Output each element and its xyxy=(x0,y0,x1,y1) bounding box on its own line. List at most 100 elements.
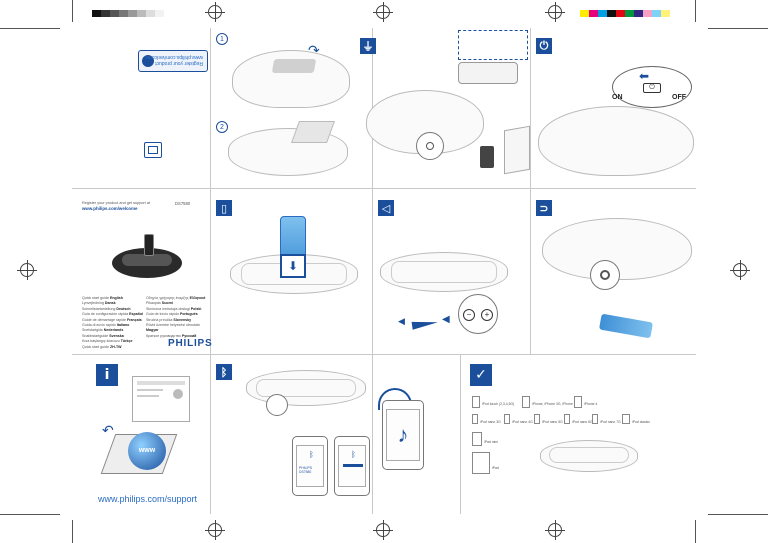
power-connect-panel: ⏚ xyxy=(360,28,530,188)
bt-device-name: PHILIPS DS7580 xyxy=(299,466,313,474)
plug-icon: ⏚ xyxy=(360,38,376,54)
audio-in-panel: ⊃ xyxy=(530,188,696,354)
speaker-front-illustration xyxy=(246,370,366,406)
compat-item: iPhone 4 xyxy=(584,402,598,406)
ipod-nano-icon xyxy=(504,414,510,424)
plug-adapter-options xyxy=(458,30,528,60)
dock-phone-panel: ▯ ⬇ xyxy=(210,188,372,354)
fold-line xyxy=(530,28,531,188)
volume-buttons-zoom: − + xyxy=(458,294,498,334)
compat-item: iPod classic xyxy=(632,420,650,424)
fold-line xyxy=(210,28,211,514)
language-row: Краткое руководство Русский xyxy=(146,333,197,338)
bluetooth-panel: ᛒ ᛒ PHILIPS DS7580 ᛒ ♪ xyxy=(210,354,460,514)
check-icon: ✓ xyxy=(470,364,492,386)
language-row: Stručná príručka Slovensky xyxy=(146,317,192,322)
registration-mark xyxy=(205,2,225,22)
iphone4-icon xyxy=(574,396,582,408)
language-row: Skrócona instrukcja obsługi Polski xyxy=(146,306,202,311)
compat-item: iPod nano 5G xyxy=(542,420,563,424)
crop-mark xyxy=(708,514,768,515)
phone-icon: ▯ xyxy=(216,200,232,216)
language-row: Rövid üzembe helyezési útmutató Magyar xyxy=(146,323,200,333)
ipad-icon xyxy=(472,452,490,474)
speaker-rear-illustration xyxy=(538,106,694,176)
fold-line xyxy=(530,188,531,354)
registration-mark xyxy=(17,260,37,280)
speaker-illustration xyxy=(228,121,348,176)
ipod-nano-icon xyxy=(564,414,570,424)
power-switch-zoom: ⬅ ⏻ xyxy=(612,66,692,108)
curve-arrow-icon: ↶ xyxy=(102,422,114,438)
iphone-icon xyxy=(522,396,530,408)
website-screenshot xyxy=(132,376,190,422)
volume-down-icon: − xyxy=(463,309,475,321)
language-row: Guía de configuración rápida Español xyxy=(82,312,144,317)
crop-mark xyxy=(695,520,696,543)
on-label: ON xyxy=(612,94,623,101)
crop-mark xyxy=(708,28,768,29)
adapter-illustration xyxy=(458,62,518,84)
ipod-nano-icon xyxy=(534,414,540,424)
dc-in-zoom xyxy=(416,132,444,160)
ipod-nano-icon xyxy=(472,414,478,424)
bluetooth-icon: ᛒ xyxy=(351,450,356,459)
language-row: Snelstartgids Nederlands xyxy=(82,328,124,333)
volume-up-icon: + xyxy=(481,309,493,321)
language-row: Lynvejledning Dansk xyxy=(82,301,116,306)
language-row: Quick start guide English xyxy=(82,296,123,300)
bluetooth-button-zoom xyxy=(266,394,288,416)
support-url[interactable]: www.philips.com/support xyxy=(98,494,198,504)
registration-mark xyxy=(205,520,225,540)
language-row: Guida di avvio rapido Italiano xyxy=(82,323,130,328)
compat-item: iPod nano 4G xyxy=(512,420,533,424)
power-on-panel: ⏻ ⬅ ⏻ ON OFF xyxy=(530,28,696,188)
speaker-low-icon: ◀ xyxy=(398,316,405,326)
volume-panel: ◁ − + ◀ ◀ xyxy=(372,188,530,354)
compat-item: iPhone, iPhone 3G, iPhone 3GS xyxy=(532,402,581,406)
ipod-classic-icon xyxy=(622,414,630,424)
register-callout: Register your product www.philips.com/we… xyxy=(138,50,208,72)
fold-line xyxy=(72,354,696,355)
fold-line xyxy=(72,188,696,189)
language-row: Schnellstartanleitung Deutsch xyxy=(82,306,131,311)
language-row: Pikaopas Suomi xyxy=(146,301,173,306)
speaker-front-illustration xyxy=(380,252,508,292)
cover-panel: Register your product and get support at… xyxy=(72,188,212,354)
info-icon: i xyxy=(96,364,118,386)
crop-mark xyxy=(0,514,60,515)
compat-item: iPod nano 6G xyxy=(572,420,593,424)
aux-in-zoom xyxy=(590,260,620,290)
audio-in-icon: ⊃ xyxy=(536,200,552,216)
ipod-touch-icon xyxy=(472,396,480,408)
globe-icon: www xyxy=(128,432,166,470)
off-label: OFF xyxy=(672,94,686,101)
fold-line xyxy=(460,354,461,514)
language-row: Οδηγός γρήγορης έναρξης Ελληνικά xyxy=(146,296,206,300)
registration-mark xyxy=(730,260,750,280)
step-1-label: 1 xyxy=(216,33,228,45)
step-2-label: 2 xyxy=(216,121,228,133)
compat-item: iPad mini xyxy=(484,440,498,444)
language-row: Guia de início rápido Português xyxy=(146,312,198,317)
language-row: Quick start guide ZH-TW xyxy=(82,344,122,349)
bluetooth-icon: ᛒ xyxy=(309,450,314,459)
cover-open-panel: 1 2 ↷ xyxy=(210,28,372,188)
registration-mark xyxy=(545,2,565,22)
model-number: DS7580 xyxy=(175,201,191,206)
crop-mark xyxy=(695,0,696,22)
registration-mark xyxy=(545,520,565,540)
language-list-right: Οδηγός γρήγορης έναρξης Ελληνικά Pikaopa… xyxy=(146,296,208,339)
register-text: Register your product and get support at xyxy=(82,201,150,205)
bluetooth-icon: ᛒ xyxy=(216,364,232,380)
volume-ramp-icon xyxy=(411,318,439,330)
language-row: Snabbstartguide Svenska xyxy=(82,333,124,338)
dock-cover xyxy=(271,59,317,73)
register-callout-line2: www.philips.com/welcome xyxy=(144,54,203,60)
mp3-player-illustration xyxy=(599,313,653,339)
crop-mark xyxy=(0,28,60,29)
ipod-nano-icon xyxy=(592,414,598,424)
support-panel: i www ↶ www.philips.com/support xyxy=(72,354,210,514)
power-button-icon: ⏻ xyxy=(643,83,661,93)
register-url: www.philips.com/welcome xyxy=(82,206,138,211)
